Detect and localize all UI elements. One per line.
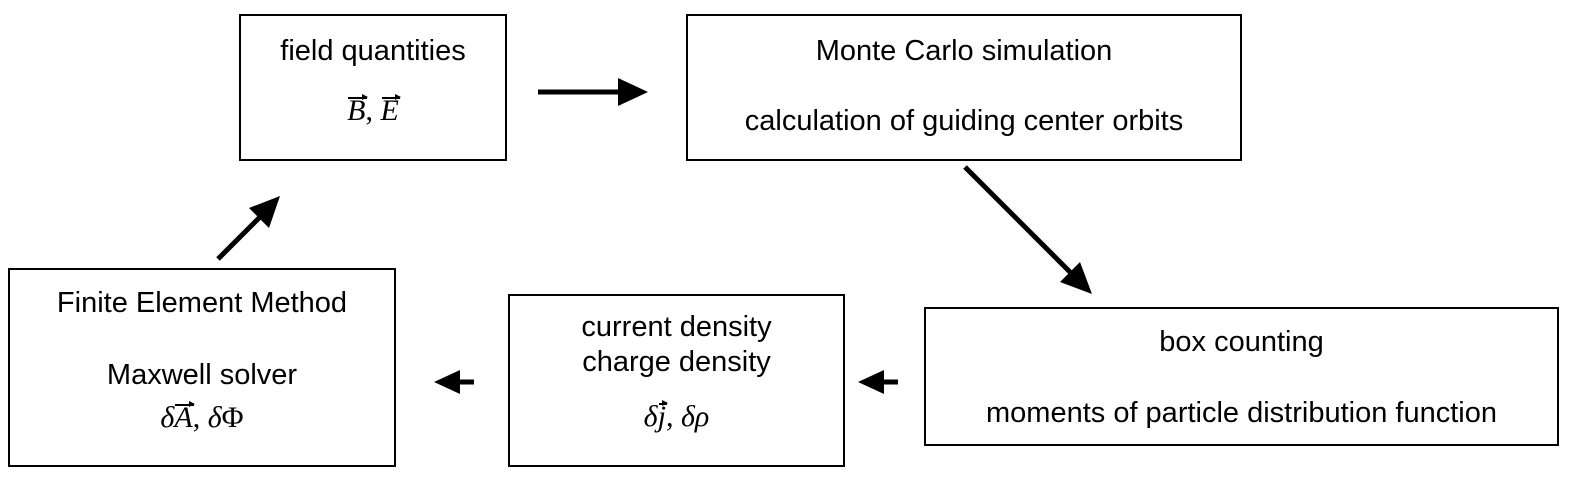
delta-j-prefix: δ (643, 400, 658, 433)
fem-title: Finite Element Method (56, 287, 348, 319)
box-counting-title: box counting (1159, 326, 1324, 358)
charge-density-label: charge density (582, 346, 771, 378)
delta-phi-prefix: δ (207, 401, 222, 434)
field-quantities-math: B, E (241, 94, 505, 128)
fem-subtitle: Maxwell solver (106, 359, 298, 391)
arrow-field-to-montecarlo (538, 78, 648, 106)
field-quantities-title: field quantities (280, 35, 466, 67)
field-quantities-box: field quantities B, E (239, 14, 507, 161)
box-counting-box: box counting moments of particle distrib… (924, 307, 1559, 446)
density-math-separator: , (665, 400, 681, 433)
arrow-fem-to-field (216, 196, 280, 261)
e-vector: E (380, 94, 402, 127)
j-vector: j (657, 400, 669, 433)
delta-a-prefix: δ (160, 401, 175, 434)
monte-carlo-subtitle: calculation of guiding center orbits (744, 105, 1184, 137)
fem-box: Finite Element Method Maxwell solver δA,… (8, 268, 396, 467)
box-counting-subtitle: moments of particle distribution functio… (986, 397, 1497, 429)
fem-math: δA, δΦ (10, 401, 394, 435)
monte-carlo-box: Monte Carlo simulation calculation of gu… (686, 14, 1242, 161)
arrow-boxcounting-to-density (858, 370, 898, 394)
b-vector: B (347, 94, 368, 127)
fem-math-separator: , (192, 401, 208, 434)
a-vector: A (174, 401, 196, 434)
arrow-density-to-fem (434, 370, 474, 394)
density-math: δj, δρ (510, 400, 843, 434)
phi-symbol: Φ (221, 401, 244, 434)
monte-carlo-title: Monte Carlo simulation (815, 35, 1113, 67)
arrow-montecarlo-to-boxcounting (963, 165, 1092, 294)
field-math-separator: , (365, 94, 381, 127)
density-box: current density charge density δj, δρ (508, 294, 845, 467)
delta-rho: δρ (680, 400, 710, 433)
current-density-label: current density (581, 311, 772, 343)
